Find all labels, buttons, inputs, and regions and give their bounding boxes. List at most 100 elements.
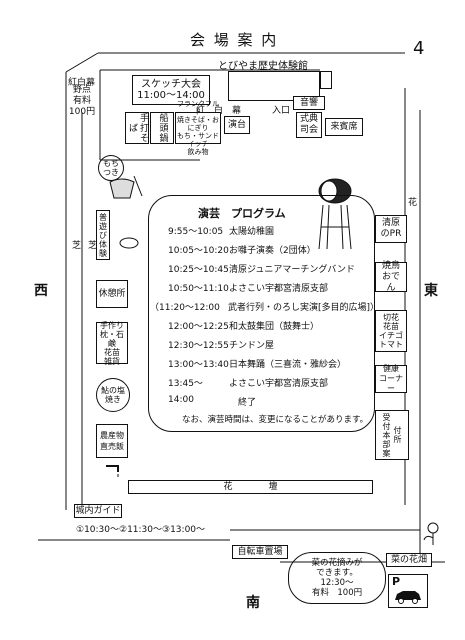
- handmade-line-1: 手作り: [100, 320, 124, 330]
- program-act: 日本舞踊（三喜流・雅紗会）: [229, 360, 347, 370]
- funazuke-box: 船頭鍋: [150, 112, 174, 144]
- futsu-asobi-box: 普遊び体験: [96, 210, 110, 260]
- food-line-1: フランクフルト: [177, 100, 219, 116]
- car-icon: [395, 591, 421, 604]
- nodate-name: 野点: [72, 84, 91, 95]
- program-time: 12:00〜12:25: [168, 322, 229, 332]
- raihin-label: 来賓席: [330, 121, 358, 132]
- program-time: 10:25〜10:45: [168, 265, 229, 275]
- program-act: 終了: [238, 398, 257, 408]
- program-act: 太陽幼稚園: [229, 227, 275, 237]
- hall-name: とびやま歴史体験館: [218, 61, 308, 72]
- program-time: 13:45〜: [168, 379, 203, 389]
- flower-icon: [423, 522, 439, 545]
- nodate-box: 野点 有料 100円: [66, 85, 98, 117]
- south-label: 南: [246, 595, 260, 611]
- kadan-box: 花 壇: [128, 480, 373, 494]
- teuchi-soba-label: 手打そば: [127, 113, 148, 143]
- kiribana-box: 切花 花苗 イチゴ トマト: [375, 310, 407, 352]
- nanohana-field-box: 菜の花畑: [386, 553, 432, 567]
- program-time: 12:30〜12:55: [168, 341, 229, 351]
- handmade-line-4: 雑貨: [104, 356, 120, 366]
- nodate-fee: 有料: [72, 95, 91, 106]
- program-time: 10:50〜11:10: [168, 284, 229, 294]
- shiba-1: 芝: [70, 240, 80, 250]
- program-title: 演芸 プログラム: [198, 207, 286, 220]
- shikiten-box: 式典司会: [296, 112, 322, 138]
- bicycle-box: 自転車置場: [232, 545, 288, 559]
- faucet-icon: [106, 465, 119, 477]
- nousan-label: 農産物直売飯: [100, 431, 124, 451]
- rope-icon: [119, 237, 139, 249]
- sound-label: 音響: [299, 97, 318, 108]
- tour-guide-times: ①10:30〜②11:30〜③13:00〜: [76, 525, 206, 535]
- mochitsuki-label: もちつき: [103, 159, 119, 177]
- nousan-box: 農産物直売飯: [96, 424, 128, 458]
- food-line-3: もち・サンドイッチ: [177, 132, 219, 148]
- sketch-time: 11:00〜14:00: [137, 90, 205, 101]
- nodate-price: 100円: [68, 106, 96, 117]
- food-line-4: 飲み物: [187, 148, 209, 156]
- food-stall-box: フランクフルト 焼きそば・おにぎり もち・サンドイッチ 飲み物: [175, 100, 221, 156]
- tour-guide-label: 城内ガイド: [75, 505, 121, 516]
- parking-sign: P: [388, 574, 428, 608]
- program-time: 13:00〜13:40: [168, 360, 229, 370]
- kiribana-line-4: トマト: [379, 340, 403, 349]
- teuchi-soba-box: 手打そば: [125, 112, 149, 144]
- program-act: 武者行列・のろし実演[多目的広場]）: [228, 303, 380, 313]
- ayu-label: 鮎の塩焼き: [101, 386, 125, 404]
- reception-suffix: 付所: [393, 426, 402, 444]
- funazuke-label: 船頭鍋: [157, 113, 168, 143]
- handmade-box: 手作り 枕・石鹸 花苗 雑貨: [96, 320, 128, 366]
- futsu-asobi-label: 普遊び体験: [98, 212, 108, 258]
- kadan-label: 花 壇: [223, 481, 278, 492]
- handmade-line-3: 花苗: [104, 347, 120, 357]
- bicycle-label: 自転車置場: [237, 546, 283, 557]
- tour-guide-label-box: 城内ガイド: [74, 504, 122, 518]
- program-time: 9:55〜10:05: [168, 227, 224, 237]
- stage-program-area: [148, 195, 375, 432]
- program-time: （11:20〜12:00: [150, 303, 220, 313]
- rest-area-box: 休憩所: [96, 280, 128, 308]
- handmade-line-2: 枕・石鹸: [100, 329, 124, 348]
- mortar-icon: [109, 175, 143, 199]
- program-act: よさこい宇都宮清原支部: [229, 379, 329, 389]
- mochitsuki-circle: もちつき: [98, 155, 124, 181]
- kiyohara-pr-box: 清原のPR: [375, 215, 407, 243]
- picking-line-2: できます。: [316, 568, 358, 578]
- ayu-circle: 鮎の塩焼き: [96, 378, 130, 412]
- endai-label: 演台: [227, 119, 246, 130]
- program-act: 和太鼓集団（鼓舞士）: [229, 322, 320, 332]
- food-line-2: 焼きそば・おにぎり: [177, 116, 219, 132]
- entrance-label: 入口: [272, 106, 291, 116]
- sketch-name: スケッチ大会: [141, 79, 201, 90]
- hana-label: 花: [408, 198, 418, 208]
- program-act: チンドン屋: [229, 341, 275, 351]
- yakitori-label: 焼鳥おでん: [381, 260, 400, 293]
- west-label: 西: [34, 283, 48, 299]
- parking-label: P: [392, 575, 401, 588]
- sketch-contest-box: スケッチ大会 11:00〜14:00: [132, 75, 210, 105]
- program-time: 10:05〜10:20: [168, 246, 229, 256]
- endai-box: 演台: [224, 116, 250, 134]
- sound-box: 音響: [293, 96, 325, 110]
- reception-box: 受付本部案 付所: [375, 410, 409, 460]
- shikiten-label: 式典司会: [299, 114, 318, 135]
- kiribana-line-1: 切花: [383, 313, 399, 322]
- program-act: 清原ジュニアマーチングバンド: [229, 265, 355, 275]
- raihin-box: 来賓席: [325, 118, 363, 136]
- health-corner-box: 健康 コーナー: [375, 364, 407, 393]
- kiribana-line-3: イチゴ: [379, 331, 403, 340]
- picking-line-1: 菜の花摘みが: [311, 558, 363, 568]
- taiko-drum-icon: [318, 178, 352, 250]
- health-line-2: コーナー: [379, 374, 403, 393]
- hall-building-right: [320, 71, 332, 89]
- health-line-1: 健康: [383, 364, 399, 373]
- nanohana-field-label: 菜の花畑: [390, 554, 427, 565]
- east-label: 東: [424, 283, 438, 299]
- program-act: よさこい宇都宮清原支部: [229, 284, 329, 294]
- page-title: 会 場 案 内: [190, 31, 279, 49]
- shiba-2: 芝: [86, 240, 96, 250]
- kouhakumaku-top-label: 紅白幕: [68, 78, 96, 88]
- program-note: なお、演芸時間は、変更になることがあります。: [182, 415, 369, 425]
